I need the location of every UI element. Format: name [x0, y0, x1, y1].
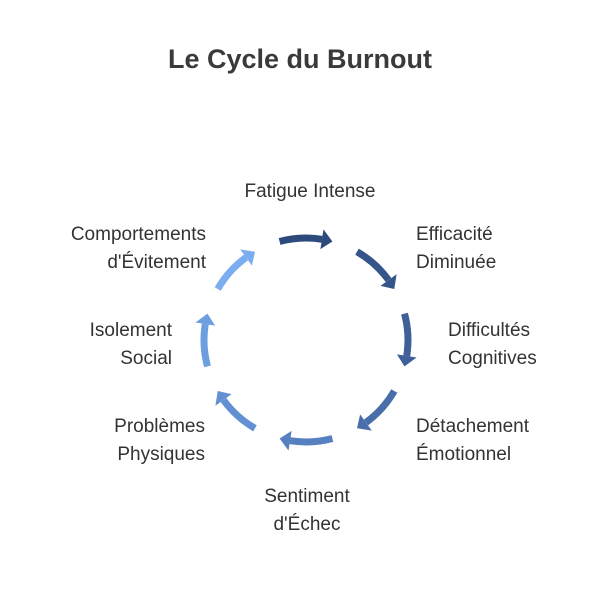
- cycle-arrowhead-comportements-evitement: [240, 249, 255, 266]
- stage-label-sentiment-echec: Sentiment d'Échec: [264, 486, 350, 535]
- cycle-arrow-detachement-emotionnel: [363, 389, 398, 426]
- cycle-arrow-comportements-evitement: [214, 254, 249, 291]
- stage-label-efficacite-diminuee: Efficacité Diminuée: [416, 224, 497, 273]
- stage-label-problemes-physiques: Problèmes Physiques: [114, 416, 205, 465]
- cycle-arrow-problemes-physiques: [220, 397, 257, 432]
- diagram-title: Le Cycle du Burnout: [167, 44, 432, 74]
- cycle-arrowhead-fatigue-intense: [320, 229, 333, 250]
- cycle-arrowhead-detachement-emotionnel: [357, 414, 372, 431]
- cycle-arrowhead-problemes-physiques: [215, 391, 232, 406]
- cycle-arrow-isolement-social: [200, 323, 211, 368]
- stage-label-comportements-evitement: Comportements d'Évitement: [70, 224, 206, 273]
- stage-label-isolement-social: Isolement Social: [89, 320, 172, 369]
- cycle-arrowhead-difficultes-cognitives: [396, 354, 417, 367]
- cycle-arrow-difficultes-cognitives: [401, 312, 412, 357]
- cycle-arrowhead-efficacite-diminuee: [380, 274, 397, 289]
- cycle-arrow-fatigue-intense: [278, 234, 323, 245]
- cycle-arrowhead-sentiment-echec: [279, 430, 292, 451]
- stage-label-difficultes-cognitives: Difficultés Cognitives: [448, 320, 537, 369]
- stage-label-fatigue-intense: Fatigue Intense: [244, 181, 376, 202]
- cycle-arrow-sentiment-echec: [289, 435, 334, 446]
- stage-label-detachement-emotionnel: Détachement Émotionnel: [416, 416, 530, 465]
- cycle-arrow-efficacite-diminuee: [355, 248, 392, 283]
- cycle-arrowhead-isolement-social: [195, 313, 216, 326]
